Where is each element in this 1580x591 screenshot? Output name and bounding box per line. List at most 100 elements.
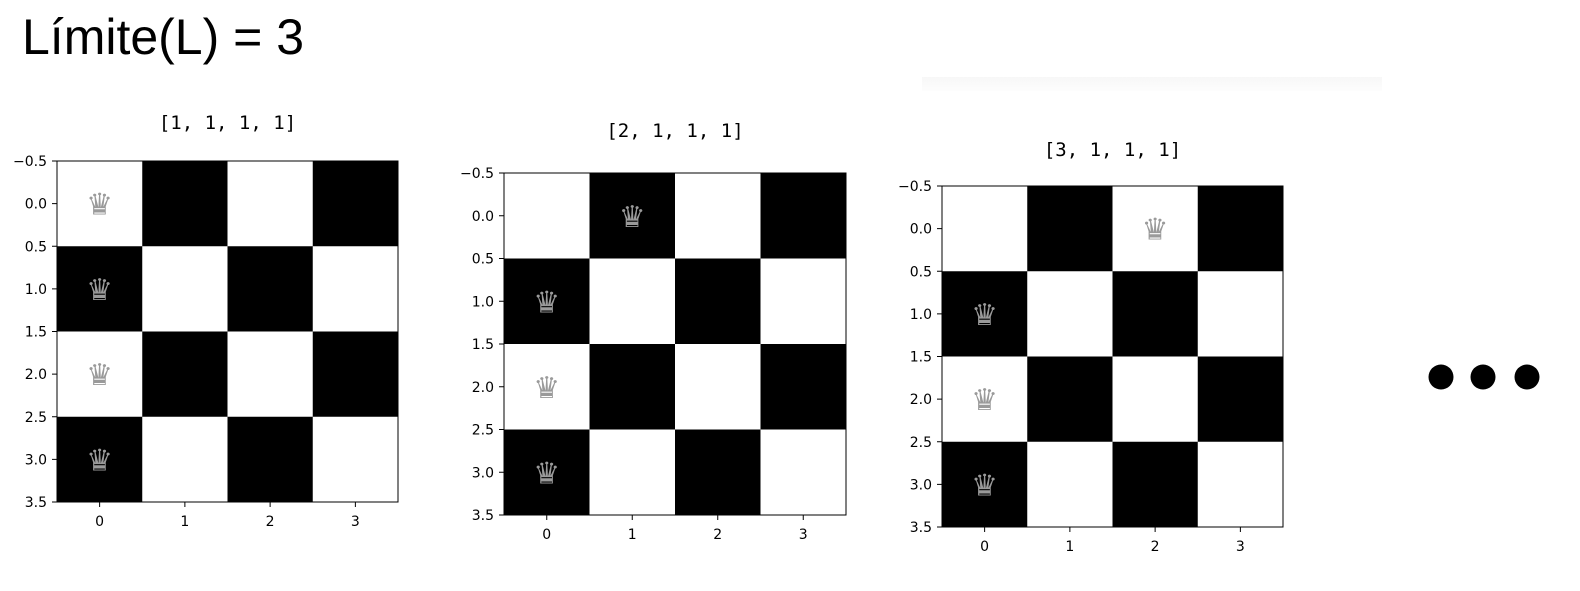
y-tick-label: 1.5 (910, 350, 932, 366)
board-cell (589, 173, 676, 259)
x-tick-label: 0 (980, 539, 989, 555)
y-tick-label: 2.0 (25, 367, 47, 383)
board-cell (675, 344, 761, 430)
y-tick-label: 2.5 (910, 435, 932, 451)
y-tick-label: 3.5 (25, 495, 47, 511)
board-cell (57, 161, 143, 247)
chess-queen-icon: ♛ (971, 468, 998, 503)
y-tick-label: 2.0 (910, 392, 932, 408)
y-tick-label: 2.5 (25, 410, 47, 426)
board-cell (142, 416, 228, 503)
board-cell (142, 161, 228, 247)
chess-queen-icon: ♛ (971, 383, 998, 418)
x-tick-label: 1 (180, 514, 189, 530)
x-tick-label: 2 (1151, 539, 1160, 555)
board-cell (312, 161, 399, 247)
y-tick-label: 1.0 (910, 307, 932, 323)
y-tick-label: −0.5 (13, 154, 47, 170)
y-tick-label: 3.5 (910, 520, 932, 536)
y-tick-label: 2.0 (472, 380, 494, 396)
chess-queen-icon: ♛ (533, 456, 560, 491)
x-tick-label: 1 (628, 527, 637, 543)
board-3: [3, 1, 1, 1] ♛ ♛ ♛ ♛ −0.5 0.0 0.5 1.0 1.5 2.0 2.5 3.… (898, 139, 1284, 555)
y-tick-label: 0.0 (25, 197, 47, 213)
faint-strip (922, 77, 1382, 91)
y-tick-label: 3.0 (25, 452, 47, 468)
board-cell (504, 344, 590, 430)
x-tick-label: 3 (351, 514, 360, 530)
y-tick-label: 2.5 (472, 423, 494, 439)
y-tick-label: 3.0 (910, 477, 932, 493)
chess-queen-icon: ♛ (619, 200, 646, 235)
board-cell (504, 429, 590, 516)
board-cell (1112, 441, 1199, 528)
chess-queen-icon: ♛ (1142, 213, 1169, 248)
board-cell (942, 356, 1028, 443)
x-tick-label: 2 (266, 514, 275, 530)
board-cell (760, 258, 847, 345)
y-tick-label: 0.5 (25, 239, 47, 255)
board-cell (675, 258, 761, 345)
board-cell (1197, 441, 1284, 528)
board-cell (1112, 356, 1199, 443)
board-cell (760, 173, 847, 259)
board-cell (227, 246, 314, 332)
board-title: [3, 1, 1, 1] (1044, 139, 1181, 161)
y-tick-label: 1.0 (472, 294, 494, 310)
y-tick-label: 1.5 (472, 337, 494, 353)
board-cell (1197, 356, 1284, 443)
x-tick-label: 3 (1236, 539, 1245, 555)
board-cell (589, 429, 676, 516)
board-cell (589, 344, 676, 430)
board-cell (760, 344, 847, 430)
board-cell (1112, 186, 1199, 272)
board-cell (1027, 356, 1113, 443)
y-tick-label: 1.0 (25, 282, 47, 298)
board-cell (227, 416, 314, 503)
page-title: Límite(L) = 3 (22, 9, 305, 65)
ellipsis-dot-icon (1470, 364, 1496, 390)
board-2: [2, 1, 1, 1]♛♛♛♛−0.50.00.51.01.52.02.53.… (460, 120, 847, 543)
board-cell (760, 429, 847, 516)
board-title: [1, 1, 1, 1] (159, 112, 296, 134)
board-title: [2, 1, 1, 1] (606, 120, 743, 142)
chess-queen-icon: ♛ (971, 298, 998, 333)
board-cell (142, 246, 228, 332)
y-tick-label: −0.5 (460, 166, 494, 182)
y-tick-label: 0.5 (910, 264, 932, 280)
x-tick-label: 0 (95, 514, 104, 530)
board-cell (1027, 271, 1113, 357)
board-cell (942, 186, 1028, 272)
board-cell (1197, 271, 1284, 357)
board-cell (942, 271, 1028, 357)
x-tick-label: 1 (1065, 539, 1074, 555)
chess-queen-icon: ♛ (533, 371, 560, 406)
board-cell (312, 331, 399, 418)
x-tick-label: 3 (799, 527, 808, 543)
board-cell (675, 173, 761, 259)
chess-queen-icon: ♛ (86, 358, 113, 393)
y-tick-label: 3.5 (472, 508, 494, 524)
chess-queen-icon: ♛ (86, 188, 113, 223)
board-cell (57, 331, 143, 418)
board-cell (1112, 271, 1199, 357)
board-cell (227, 161, 314, 247)
x-tick-label: 0 (542, 527, 551, 543)
chess-queen-icon: ♛ (86, 273, 113, 308)
y-tick-label: 3.0 (472, 465, 494, 481)
board-cell (504, 258, 590, 345)
board-cell (142, 331, 228, 418)
ellipsis-dot-icon (1514, 364, 1540, 390)
y-tick-label: 1.5 (25, 325, 47, 341)
board-cell (1197, 186, 1284, 272)
board-cell (1027, 186, 1113, 272)
y-tick-label: 0.5 (472, 252, 494, 268)
chess-queen-icon: ♛ (86, 443, 113, 478)
board-cell (312, 246, 399, 332)
board-cell (1027, 441, 1113, 528)
chess-queen-icon: ♛ (533, 285, 560, 320)
x-tick-label: 2 (713, 527, 722, 543)
y-tick-label: 0.0 (910, 222, 932, 238)
y-tick-label: −0.5 (898, 179, 932, 195)
